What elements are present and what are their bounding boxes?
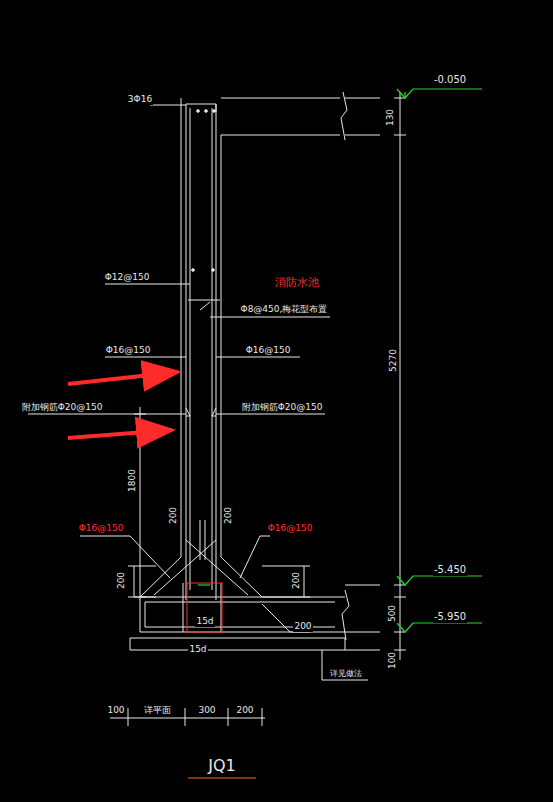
rebar-note: Φ16@150 [105,345,152,356]
dimension-text: 100 [388,650,399,669]
dimension-text: 200 [293,621,312,632]
rebar-note: Φ16@150 [78,523,125,534]
dimension-text: 200 [117,570,128,589]
dimension-text: 200 [292,570,303,589]
rebar-note: Φ12@150 [104,272,151,283]
dimension-text: 15d [195,616,214,627]
elevation-text: -0.050 [433,74,467,86]
elevation-text: -5.950 [433,611,467,623]
note-text: 详见做法 [329,669,363,679]
rebar-note: 附加钢筋Φ20@150 [21,402,104,413]
rebar-note: 3Φ16 [127,94,153,105]
rebar-note: Φ16@150 [267,523,314,534]
elevation-text: -5.450 [433,564,467,576]
caption-text: JQ1 [207,757,237,775]
dimension-text: 500 [388,603,399,622]
dimension-text: 详平面 [143,705,172,716]
dimension-text: 15d [188,644,207,655]
dimension-text: 5270 [388,348,399,373]
dimension-text: 1800 [127,468,138,493]
dimension-text: 200 [224,505,235,524]
dimension-text: 200 [169,505,180,524]
dimension-text: 130 [386,107,397,126]
dimension-text: 300 [197,705,216,716]
rebar-note: Φ16@150 [245,345,292,356]
rebar-note: Φ8@450,梅花型布置 [240,304,329,315]
dimension-text: 100 [106,705,125,716]
rebar-note: 附加钢筋Φ20@150 [241,402,324,413]
dimension-text: 200 [235,705,254,716]
area-name: 消防水池 [274,276,320,289]
